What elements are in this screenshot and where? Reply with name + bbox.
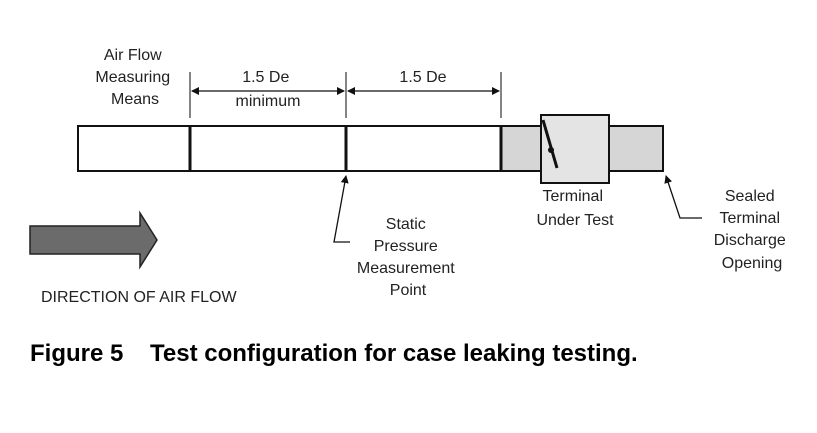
damper-blade xyxy=(541,119,559,169)
static-pressure-label: Static Pressure Measurement Point xyxy=(357,216,459,299)
terminal-under-test-label: Terminal Under Test xyxy=(536,188,614,229)
air-flow-direction-label: DIRECTION OF AIR FLOW xyxy=(41,289,237,306)
sealed-discharge-label: Sealed Terminal Discharge Opening xyxy=(714,188,790,272)
dimension-left-label: 1.5 De minimum xyxy=(236,69,301,110)
sealed-opening-leader xyxy=(664,175,702,219)
air-flow-direction-arrow xyxy=(29,210,158,270)
duct-section-upstream xyxy=(189,125,347,172)
figure-number: Figure 5 xyxy=(30,340,124,367)
figure-caption-text: Test configuration for case leaking test… xyxy=(150,340,638,367)
damper-pivot xyxy=(548,147,554,153)
dimension-right-label: 1.5 De xyxy=(399,69,446,86)
figure-caption: Figure 5 Test configuration for case lea… xyxy=(30,340,638,368)
duct-section-measuring xyxy=(77,125,191,172)
duct-section-downstream xyxy=(345,125,502,172)
static-pressure-leader xyxy=(333,175,350,243)
air-flow-measuring-label: Air Flow Measuring Means xyxy=(95,47,174,108)
